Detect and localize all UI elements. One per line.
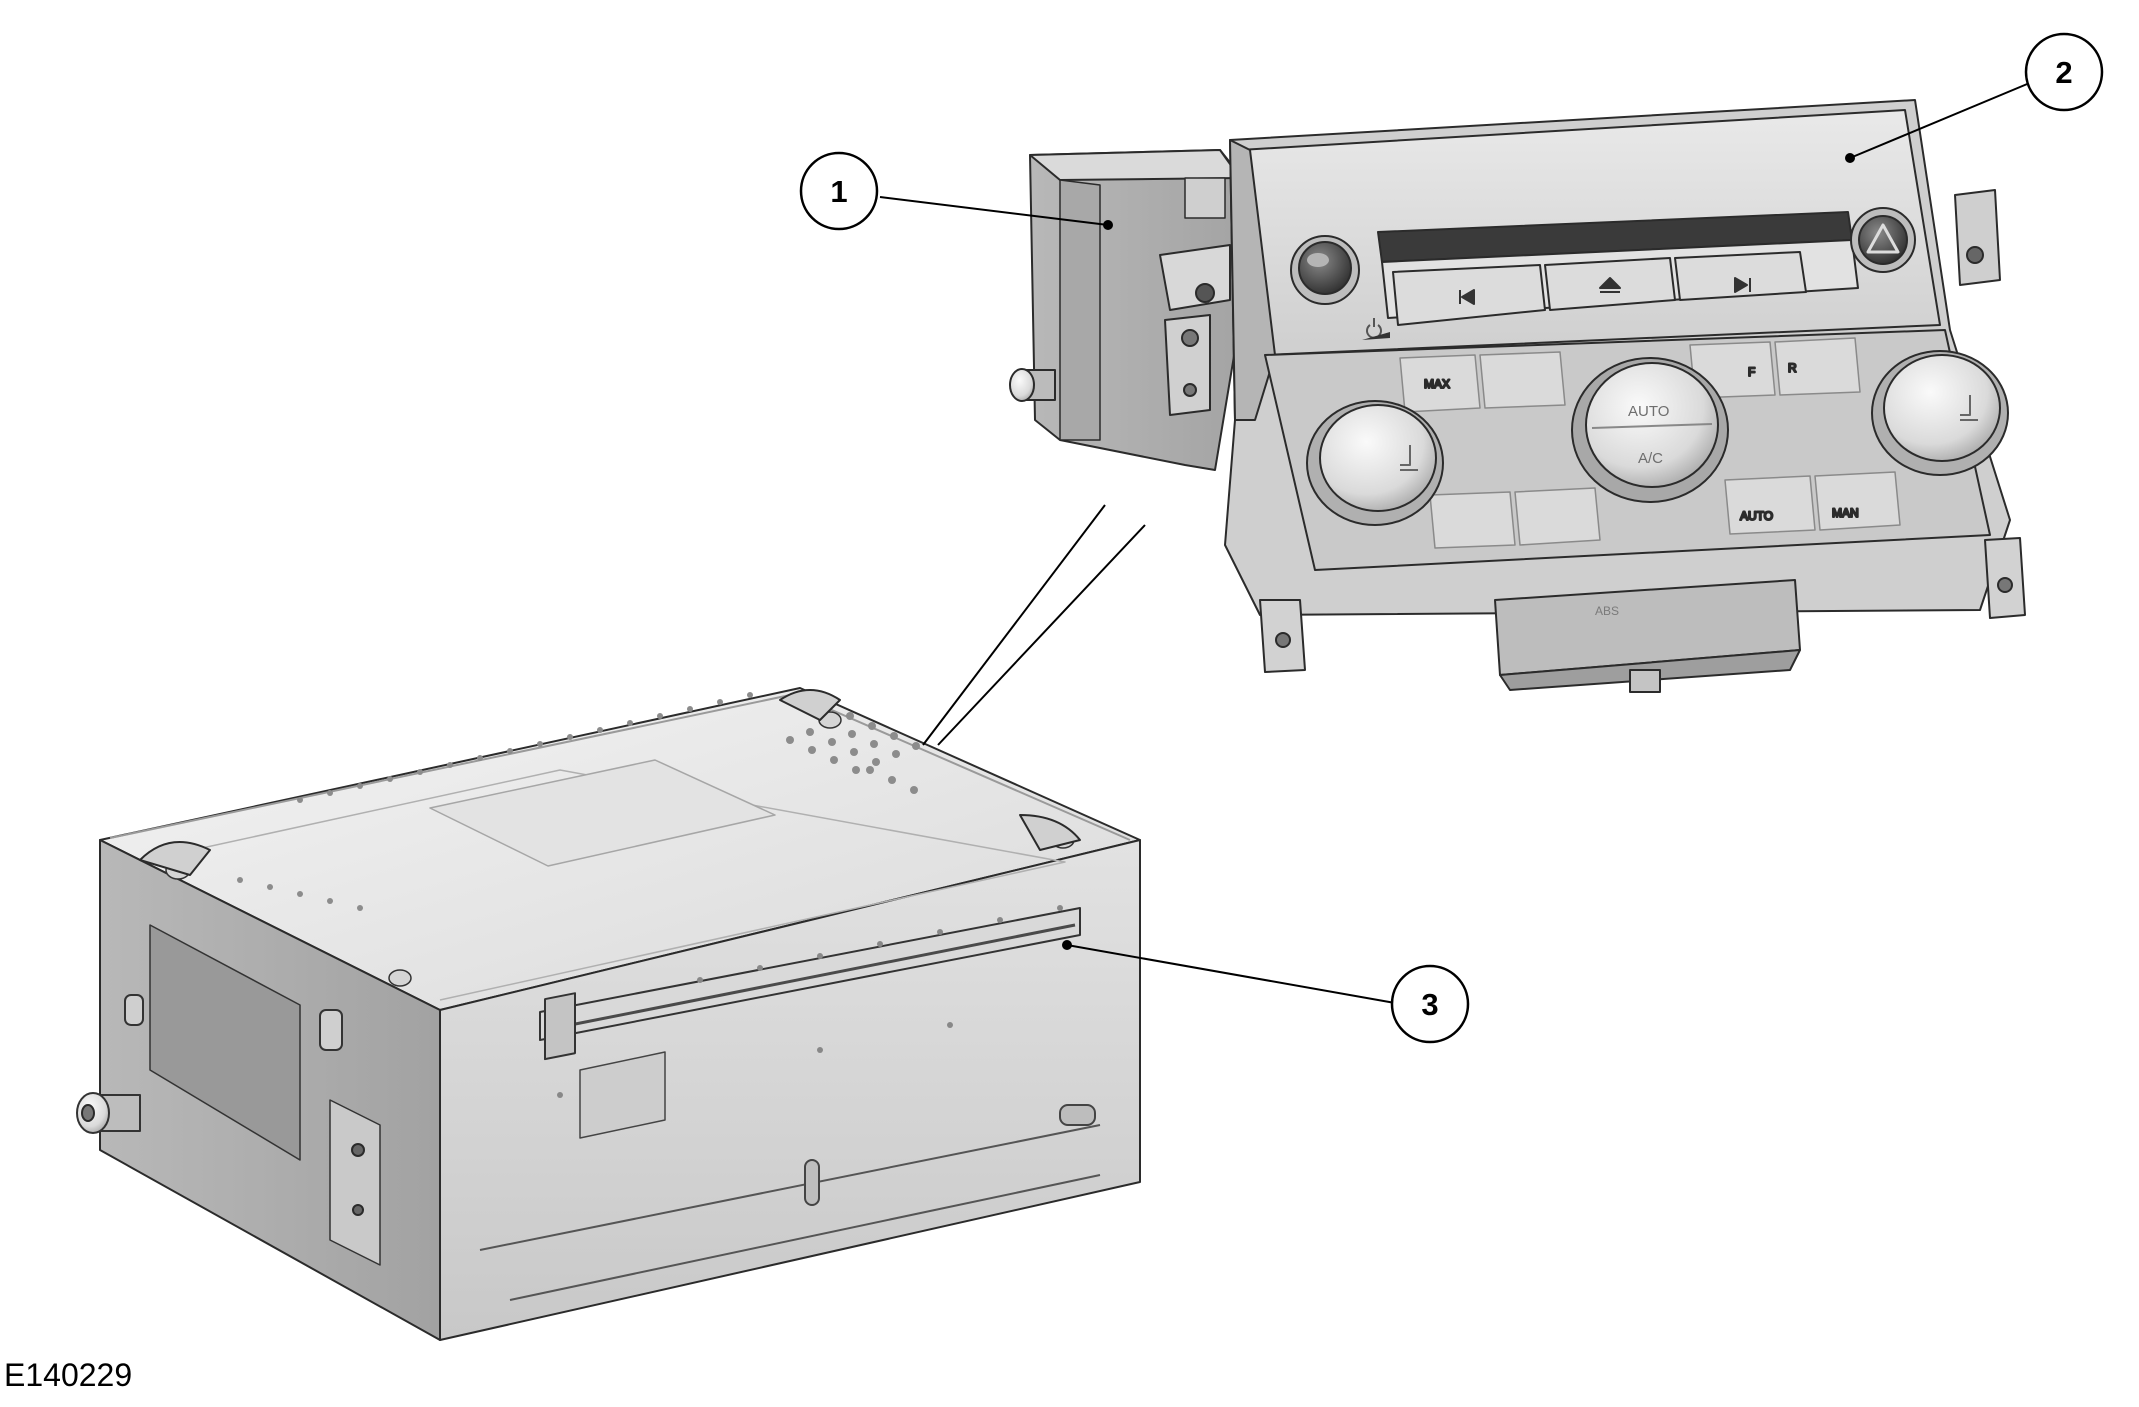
left-temperature-knob[interactable] bbox=[1306, 400, 1444, 526]
rear-defrost-button[interactable] bbox=[1774, 337, 1861, 396]
front-defrost-label: F bbox=[1748, 365, 1755, 379]
airflow-floor-button[interactable] bbox=[1429, 491, 1516, 549]
media-buttons bbox=[1392, 251, 1807, 326]
right-seat-heat-icon bbox=[1960, 395, 1978, 421]
max-defrost-button[interactable] bbox=[1399, 354, 1481, 413]
airflow-face-button[interactable] bbox=[1514, 487, 1601, 546]
callout-1: 1 bbox=[799, 151, 879, 231]
center-auto-label: AUTO bbox=[1628, 403, 1669, 420]
previous-track-icon bbox=[1459, 289, 1475, 305]
callout-1-leader bbox=[879, 196, 1109, 226]
rear-housing bbox=[1009, 149, 1261, 471]
callout-3-number: 3 bbox=[1421, 987, 1438, 1022]
hazard-button[interactable] bbox=[1850, 207, 1916, 273]
eject-icon bbox=[1599, 277, 1621, 293]
hazard-triangle-icon bbox=[1866, 223, 1900, 254]
fan-speed-knob[interactable]: AUTO A/C bbox=[1571, 357, 1729, 503]
center-ac-label: A/C bbox=[1638, 450, 1663, 467]
callout-2: 2 bbox=[2024, 32, 2104, 112]
right-temperature-knob[interactable] bbox=[1871, 350, 2009, 476]
callout-3-leader bbox=[1066, 944, 1396, 1004]
media-unit bbox=[76, 687, 1141, 1341]
abs-label: ABS bbox=[1595, 604, 1619, 618]
climate-buttons bbox=[1399, 337, 1901, 549]
figure-id: E140229 bbox=[4, 1357, 133, 1393]
antenna-connector bbox=[76, 1092, 141, 1134]
max-label: MAX bbox=[1424, 377, 1450, 391]
front-control-panel: MAX F R AUTO MAN AUTO A/C bbox=[1224, 99, 2026, 693]
next-track-button[interactable] bbox=[1674, 251, 1807, 301]
callouts: 1 2 3 bbox=[799, 32, 2104, 1044]
auto-recirc-button[interactable] bbox=[1724, 475, 1816, 535]
left-seat-heat-icon bbox=[1400, 445, 1418, 471]
assembly-guide-lines bbox=[922, 504, 1146, 746]
disc-slot bbox=[539, 907, 1081, 1061]
callout-2-number: 2 bbox=[2055, 55, 2072, 90]
man-button[interactable] bbox=[1814, 471, 1901, 531]
callout-2-leader bbox=[1849, 81, 2033, 159]
rear-defrost-label: R bbox=[1788, 361, 1797, 375]
man-label: MAN bbox=[1832, 506, 1859, 520]
volume-knob[interactable] bbox=[1290, 235, 1360, 305]
callout-3: 3 bbox=[1390, 964, 1470, 1044]
callout-1-number: 1 bbox=[830, 174, 847, 209]
airflow-upper-button[interactable] bbox=[1479, 351, 1566, 409]
next-track-icon bbox=[1734, 277, 1751, 293]
auto-left-label: AUTO bbox=[1740, 509, 1773, 523]
rear-connector-block: ABS bbox=[1494, 579, 1801, 693]
